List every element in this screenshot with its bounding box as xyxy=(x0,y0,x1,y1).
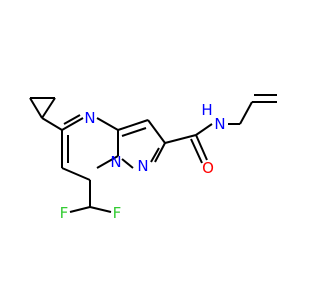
pyrazole-ring xyxy=(117,119,166,169)
atom-h-amide: H xyxy=(201,101,212,119)
atom-n-pyrazole: N xyxy=(137,157,148,175)
cyclopropyl-group xyxy=(29,97,63,131)
atom-n-ring-top: N xyxy=(84,109,95,127)
bond-double xyxy=(121,127,147,137)
atom-n-amide: N xyxy=(214,115,225,133)
amide-group xyxy=(164,123,213,164)
bond-double xyxy=(63,114,81,125)
bond xyxy=(96,155,119,169)
bond xyxy=(69,206,91,213)
bond xyxy=(154,142,166,163)
atom-o-carbonyl: O xyxy=(202,159,214,177)
atom-n-ring-bridge: N xyxy=(110,153,121,171)
bond xyxy=(121,158,134,169)
bond xyxy=(195,123,213,136)
bond xyxy=(61,117,84,131)
bond xyxy=(96,117,119,131)
bond xyxy=(29,97,43,119)
bond xyxy=(164,134,197,144)
difluoromethyl-group xyxy=(69,206,112,213)
bond xyxy=(239,101,253,125)
pyrimidine-ring xyxy=(61,114,119,207)
atom-f-left: F xyxy=(60,204,69,222)
bond xyxy=(89,206,112,213)
bond-double xyxy=(150,147,160,163)
bond xyxy=(147,119,166,144)
atom-f-right: F xyxy=(113,204,122,222)
molecule-structure: N N N H N O F F xyxy=(29,94,277,222)
bond xyxy=(117,119,149,131)
bond xyxy=(61,167,91,181)
bond xyxy=(41,117,63,131)
bond xyxy=(195,134,208,161)
molecule-canvas: N N N H N O F F xyxy=(29,94,277,222)
allyl-group xyxy=(228,94,277,125)
bond-double xyxy=(190,138,203,164)
bond xyxy=(41,97,56,119)
